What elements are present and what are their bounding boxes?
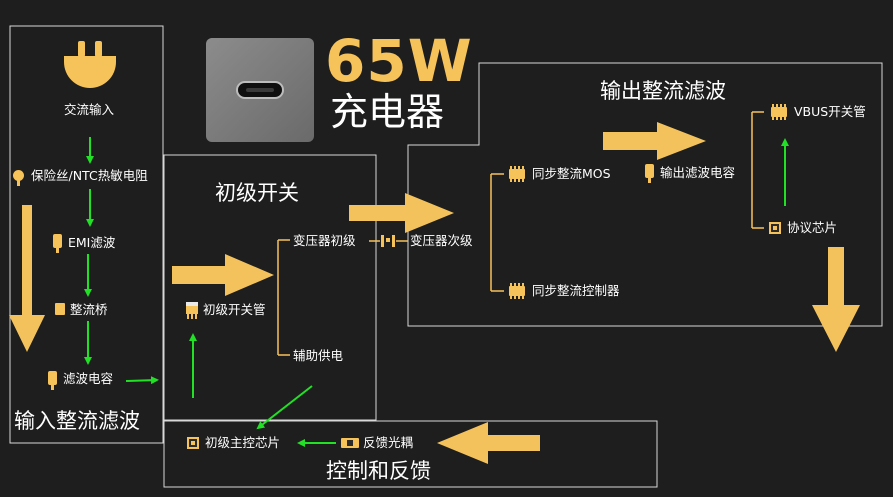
optocoupler-icon bbox=[341, 438, 359, 448]
transformer-icon bbox=[381, 235, 395, 247]
flow-arrow-sync-to-cap bbox=[603, 122, 706, 160]
ac-input-label: 交流输入 bbox=[64, 102, 115, 117]
output-section-frame bbox=[407, 62, 883, 327]
primary-ctrl-icon bbox=[187, 437, 199, 449]
output-cap-icon bbox=[645, 164, 654, 183]
input-cap-label: 滤波电容 bbox=[63, 371, 114, 386]
protocol-chip-icon bbox=[769, 222, 781, 234]
fuse-icon bbox=[13, 170, 24, 186]
emi-label: EMI滤波 bbox=[68, 235, 116, 250]
usb-c-port-icon bbox=[236, 81, 284, 99]
xfmr-primary-label: 变压器初级 bbox=[293, 233, 356, 248]
vbus-switch-label: VBUS开关管 bbox=[794, 104, 866, 119]
usb-c-charger-image bbox=[206, 38, 314, 142]
bridge-icon bbox=[55, 303, 65, 315]
protocol-chip-label: 协议芯片 bbox=[787, 220, 838, 235]
xfmr-secondary-label: 变压器次级 bbox=[410, 233, 473, 248]
primary-switch-label: 初级开关管 bbox=[203, 302, 266, 317]
sync-ctrl-label: 同步整流控制器 bbox=[532, 283, 620, 298]
section-title-control: 控制和反馈 bbox=[326, 459, 431, 483]
section-title-output: 输出整流滤波 bbox=[600, 79, 726, 103]
primary-section-frame bbox=[163, 154, 377, 421]
wattage-title: 65W bbox=[325, 27, 473, 95]
capacitor-icon bbox=[48, 371, 57, 390]
emi-filter-icon bbox=[53, 234, 62, 253]
flow-arrow-feedback-left bbox=[437, 422, 540, 464]
fuse-label: 保险丝/NTC热敏电阻 bbox=[31, 168, 148, 183]
flow-arrow-into-primary bbox=[172, 254, 274, 296]
flow-arrow-output-down bbox=[812, 247, 860, 352]
primary-ctrl-label: 初级主控芯片 bbox=[205, 435, 281, 450]
sync-mos-icon bbox=[509, 166, 525, 182]
primary-branch-lines bbox=[277, 239, 290, 356]
section-title-input: 输入整流滤波 bbox=[14, 409, 140, 433]
flow-arrow-input-down bbox=[9, 205, 45, 352]
sync-mos-label: 同步整流MOS bbox=[532, 166, 611, 181]
vbus-switch-icon bbox=[771, 104, 787, 120]
secondary-branch-lines bbox=[490, 173, 504, 292]
control-section-frame bbox=[163, 420, 658, 488]
output-cap-label: 输出滤波电容 bbox=[660, 165, 736, 180]
bridge-label: 整流桥 bbox=[70, 302, 108, 317]
sync-ctrl-icon bbox=[509, 283, 525, 299]
product-title: 充电器 bbox=[330, 90, 445, 134]
mosfet-icon bbox=[186, 302, 198, 319]
vbus-branch-lines bbox=[751, 111, 764, 229]
feedback-opto-label: 反馈光耦 bbox=[363, 435, 414, 450]
plug-icon bbox=[64, 41, 116, 88]
section-title-primary: 初级开关 bbox=[215, 181, 299, 205]
flow-arrow-primary-to-output bbox=[349, 193, 454, 233]
input-section-frame bbox=[9, 25, 164, 444]
aux-supply-label: 辅助供电 bbox=[293, 348, 344, 363]
signal-arrows bbox=[84, 137, 789, 447]
